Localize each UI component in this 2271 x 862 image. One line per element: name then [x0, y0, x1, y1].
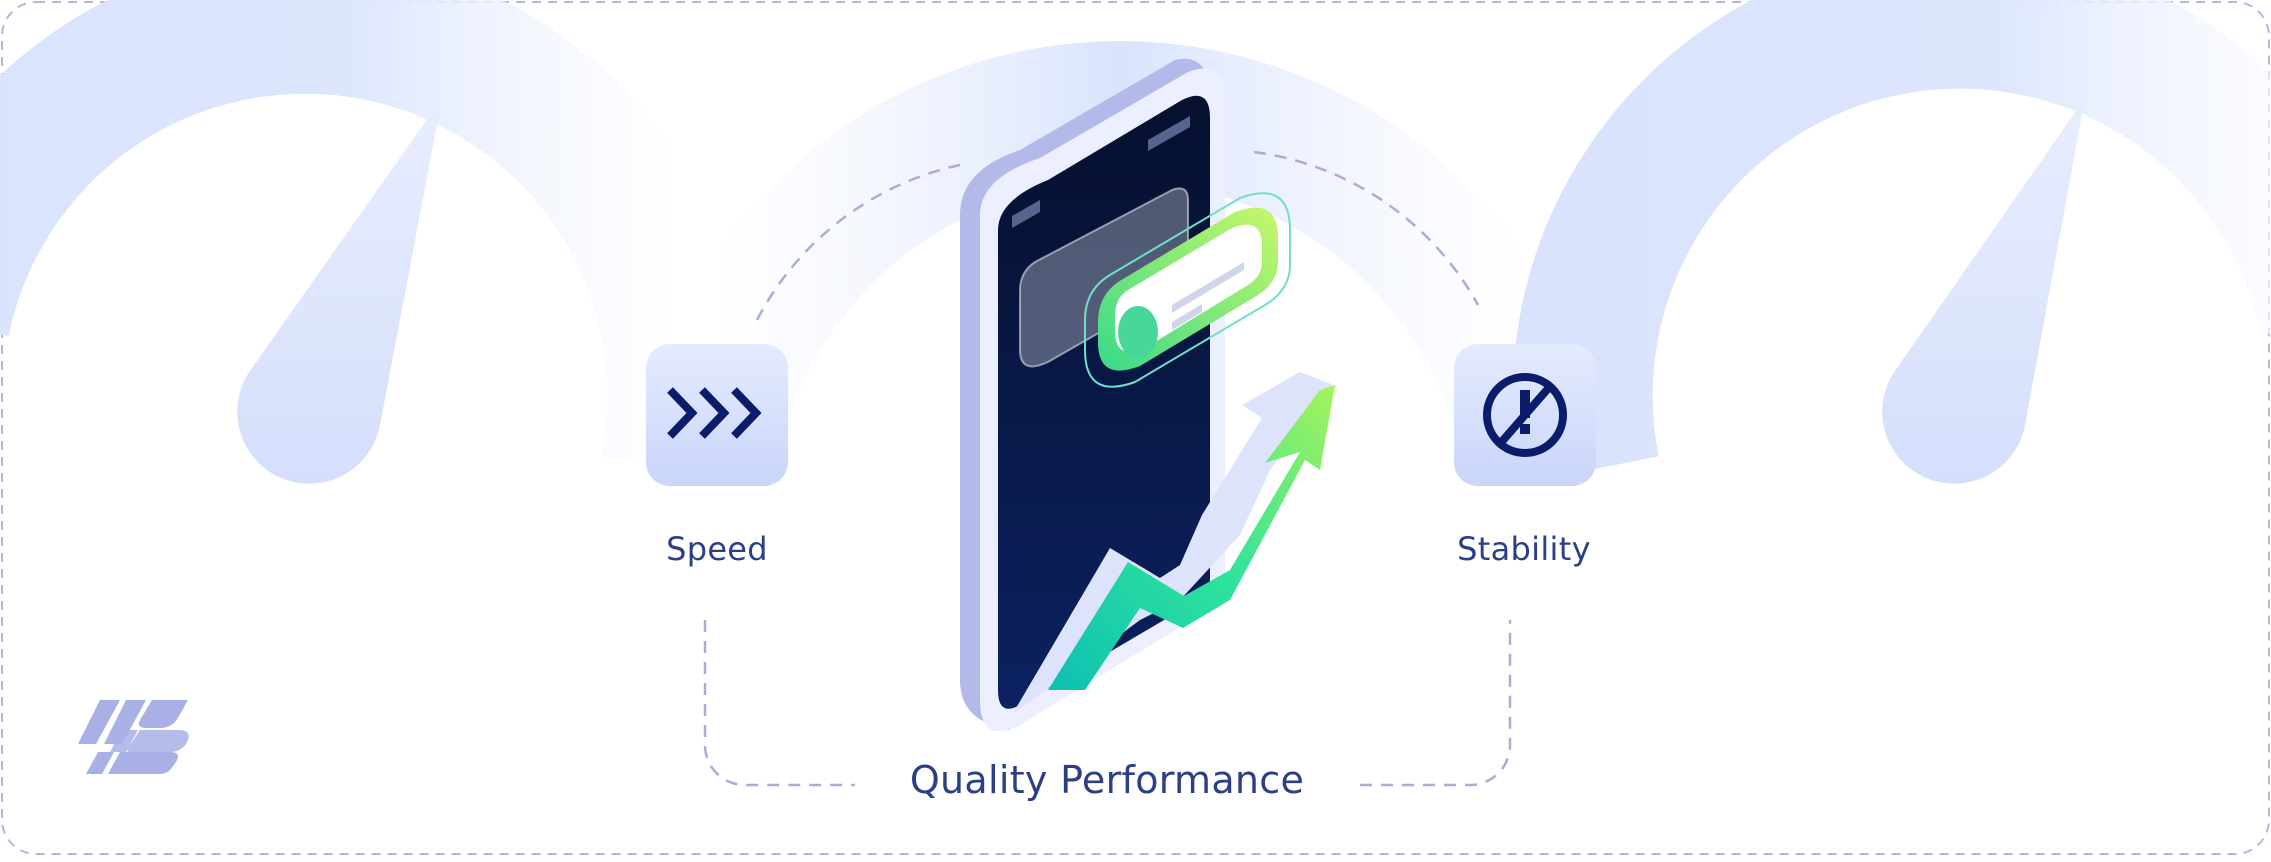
no-error-icon [1483, 373, 1567, 457]
connector-bracket-right [1360, 620, 1512, 787]
speed-tile [646, 344, 788, 486]
phone-icon [960, 58, 1225, 732]
connector-arc-left [755, 163, 961, 321]
growth-arrow-icon [1012, 372, 1336, 715]
connector-bracket-left [703, 620, 855, 787]
quality-performance-label: Quality Performance [909, 758, 1305, 802]
speed-label: Speed [666, 530, 768, 568]
stability-label: Stability [1457, 530, 1591, 568]
floating-card-icon [1084, 192, 1291, 388]
stability-tile [1454, 344, 1596, 486]
gauge-right-icon [1512, 0, 2271, 484]
gauge-left-icon [0, 0, 748, 484]
fast-forward-chevrons-icon [667, 387, 762, 439]
brand-logo-icon [78, 700, 189, 774]
smartphone-growth-arrow-illustration [960, 58, 1336, 732]
